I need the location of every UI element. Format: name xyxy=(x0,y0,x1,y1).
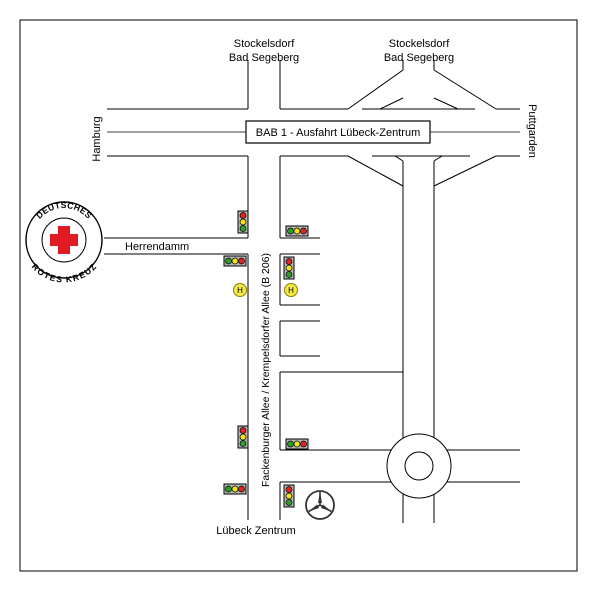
traffic-light-icon xyxy=(285,438,309,450)
bus-stop-icon: H xyxy=(233,283,247,297)
traffic-light-icon xyxy=(237,425,249,449)
traffic-light-icon xyxy=(223,255,247,267)
traffic-light-icon xyxy=(237,210,249,234)
traffic-light-icon xyxy=(283,256,295,280)
destination-north-right-2: Bad Segeberg xyxy=(384,52,454,64)
destination-east-puttgarden: Puttgarden xyxy=(526,104,538,158)
red-cross-icon xyxy=(50,226,78,254)
side-streets xyxy=(104,237,403,373)
street-label-main-road: Fackenburger Allee / Krempelsdorfer Alle… xyxy=(260,253,272,487)
destination-north-right-1: Stockelsdorf xyxy=(389,38,450,50)
road-to-roundabout xyxy=(280,449,520,483)
map-frame xyxy=(19,19,578,572)
traffic-light-icon xyxy=(283,484,295,508)
autobahn-sign-text: BAB 1 - Ausfahrt Lübeck-Zentrum xyxy=(256,127,420,139)
autobahn-exit-sign: BAB 1 - Ausfahrt Lübeck-Zentrum xyxy=(245,120,431,144)
red-cross-logo: DEUTSCHES ROTES KREUZ xyxy=(25,200,103,284)
traffic-light-icon xyxy=(223,483,247,495)
traffic-light-icon xyxy=(285,225,309,237)
motorway-interchange xyxy=(347,60,497,523)
bus-stop-label: H xyxy=(288,286,294,295)
destination-south-luebeck: Lübeck Zentrum xyxy=(216,525,295,537)
main-road-b206 xyxy=(247,60,281,520)
street-label-herrendamm: Herrendamm xyxy=(125,241,189,253)
mercedes-star-icon xyxy=(305,490,335,520)
bus-stop-icon: H xyxy=(284,283,298,297)
destination-north-left-1: Stockelsdorf xyxy=(234,38,295,50)
bus-stop-label: H xyxy=(237,286,243,295)
roundabout xyxy=(386,433,452,499)
destination-north-left-2: Bad Segeberg xyxy=(229,52,299,64)
destination-west-hamburg: Hamburg xyxy=(91,116,103,161)
